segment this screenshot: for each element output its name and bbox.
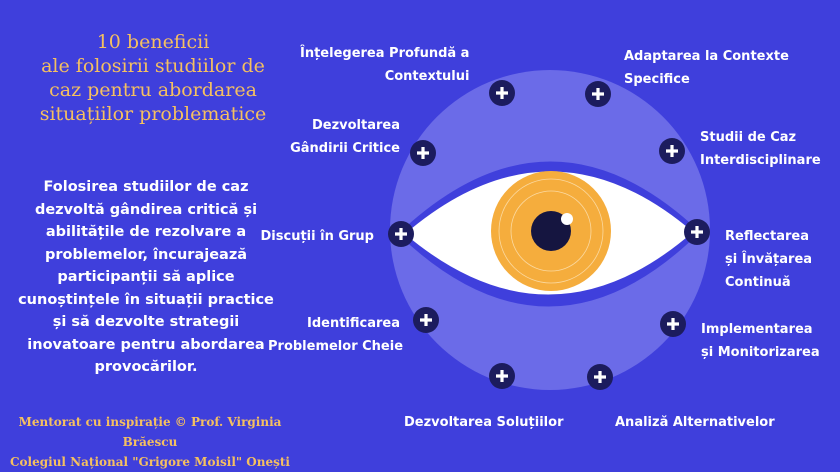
iris-ring: [498, 178, 604, 284]
benefit-label: Analiză Alternativelor: [615, 415, 775, 430]
plus-button[interactable]: [388, 221, 414, 247]
plus-icon: [420, 314, 432, 326]
plus-icon: [417, 147, 429, 159]
description: Folosirea studiilor de caz dezvoltă gând…: [18, 179, 274, 375]
plus-icon: [496, 370, 508, 382]
plus-icon: [496, 87, 508, 99]
plus-button[interactable]: [587, 364, 613, 390]
title-line: ale folosirii studiilor de: [41, 55, 265, 77]
plus-icon: [395, 228, 407, 240]
plus-button[interactable]: [660, 311, 686, 337]
title-line: caz pentru abordarea: [49, 79, 257, 101]
benefit-label: Discuții în Grup: [260, 229, 374, 244]
plus-icon: [594, 371, 606, 383]
page-title: 10 beneficii ale folosirii studiilor de …: [8, 30, 298, 126]
plus-button[interactable]: [489, 80, 515, 106]
plus-icon: [666, 145, 678, 157]
plus-button[interactable]: [585, 81, 611, 107]
credit: Mentorat cu inspirație © Prof. Virginia …: [0, 412, 300, 472]
benefit-label: Dezvoltarea Soluțiilor: [404, 415, 564, 430]
plus-button[interactable]: [659, 138, 685, 164]
title-line: 10 beneficii: [96, 31, 210, 53]
title-line: situațiilor problematice: [39, 103, 267, 125]
plus-icon: [592, 88, 604, 100]
iris-ring: [510, 190, 592, 272]
credit-author: Mentorat cu inspirație © Prof. Virginia …: [18, 415, 282, 449]
plus-button[interactable]: [684, 219, 710, 245]
pupil-highlight: [561, 213, 573, 225]
plus-icon: [691, 226, 703, 238]
pupil: [531, 211, 571, 251]
credit-school: Colegiul Național "Grigore Moisil" Oneșt…: [10, 455, 290, 469]
plus-button[interactable]: [489, 363, 515, 389]
plus-icon: [667, 318, 679, 330]
plus-button[interactable]: [410, 140, 436, 166]
plus-button[interactable]: [413, 307, 439, 333]
